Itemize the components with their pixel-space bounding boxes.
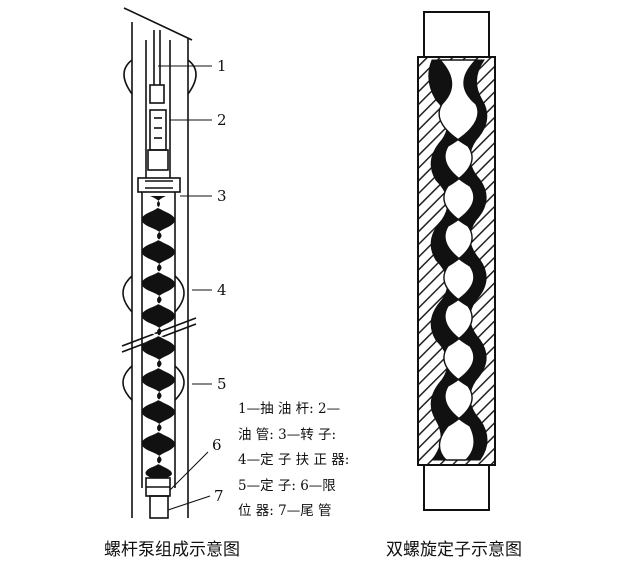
stator-top-cap — [423, 11, 490, 58]
centralizer-left — [123, 59, 133, 95]
callout-6: 6 — [212, 436, 222, 454]
parts-legend: 1—抽 油 杆: 2— 油 管: 3—转 子: 4—定 子 扶 正 器: 5—定… — [238, 397, 378, 525]
rotor-helix — [142, 196, 175, 478]
casing-top-break-line — [123, 7, 193, 41]
double-helix-stator-drawing — [417, 11, 496, 511]
legend-line: 油 管: 3—转 子: — [238, 426, 337, 443]
legend-line: 位 器: 7—尾 管 — [238, 503, 332, 519]
callout-5: 5 — [217, 375, 227, 393]
screw-pump-assembly-drawing — [121, 7, 197, 519]
rod-coupling — [149, 84, 165, 104]
tail-pipe — [149, 495, 169, 519]
right-figure-caption: 双螺旋定子示意图 — [386, 540, 522, 560]
stator-cavity-light — [438, 59, 479, 461]
leader-lines — [158, 65, 212, 511]
callout-1: 1 — [217, 57, 227, 75]
legend-line: 5—定 子: 6—限 — [238, 477, 336, 494]
left-figure-caption: 螺杆泵组成示意图 — [104, 540, 240, 560]
stator-collar — [137, 177, 181, 193]
callout-3: 3 — [217, 187, 227, 205]
callout-4: 4 — [217, 281, 227, 299]
callout-2: 2 — [217, 111, 227, 129]
centralizer-5 — [122, 365, 133, 401]
rod-joint — [149, 109, 167, 151]
callout-7: 7 — [214, 487, 224, 505]
stator-bottom-cap — [423, 464, 490, 511]
legend-line: 1—抽 油 杆: 2— — [238, 401, 341, 417]
centralizer-4 — [122, 275, 133, 313]
legend-line: 4—定 子 扶 正 器: — [238, 452, 350, 468]
